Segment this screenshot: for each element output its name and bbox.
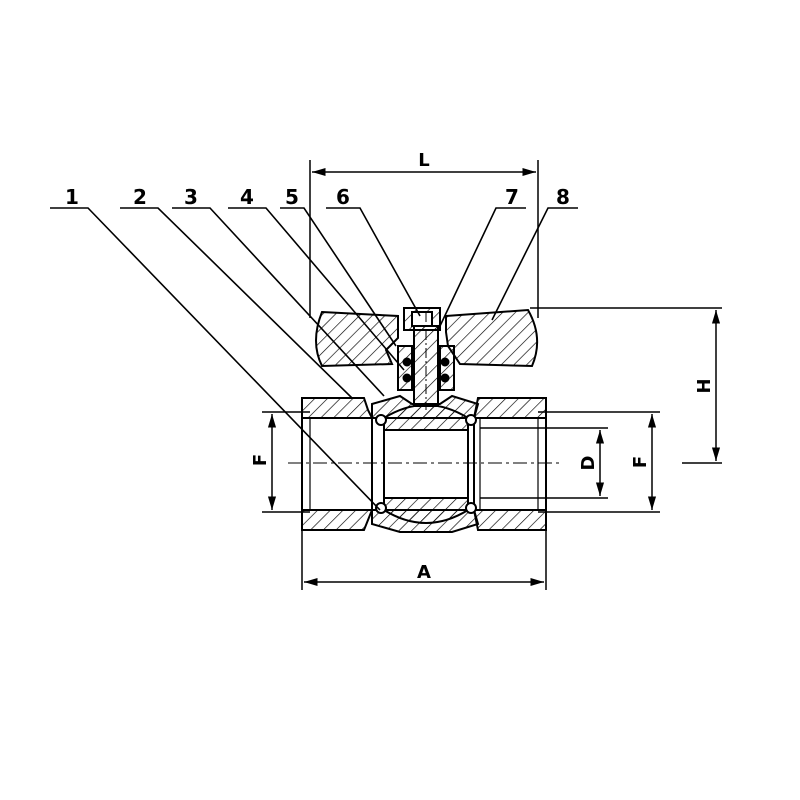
body-left-bottom (301, 509, 374, 531)
callout-6: 6 (336, 185, 350, 209)
stem-oring-left-2 (402, 373, 412, 383)
stem-gland-right (439, 345, 455, 391)
dimension-d-label: D (578, 456, 599, 471)
leader-1 (50, 207, 381, 511)
handle-left-wing (315, 310, 399, 368)
callout-3: 3 (184, 185, 198, 209)
handle-right-wing (445, 308, 539, 368)
stem-oring-right-2 (440, 373, 450, 383)
seat-top-right (465, 414, 477, 426)
leader-5 (280, 207, 397, 347)
dimension-d (480, 427, 608, 499)
dimension-f-left-label: F (250, 454, 271, 466)
stem (397, 312, 455, 410)
leader-lines (50, 207, 578, 511)
seat-bottom-left (375, 502, 387, 514)
callout-7: 7 (505, 185, 519, 209)
callout-labels: 1 2 3 4 5 6 7 8 (65, 185, 570, 209)
dimension-a-label: A (417, 562, 431, 583)
dimension-h (530, 307, 722, 464)
body-right-top (472, 397, 547, 419)
stem-gland (397, 345, 413, 391)
ball (383, 404, 469, 524)
callout-1: 1 (65, 185, 79, 209)
dimension-f-left (262, 411, 310, 513)
leader-3 (172, 207, 385, 397)
stem-oring-left-1 (402, 357, 412, 367)
seat-bottom-right (465, 502, 477, 514)
leader-8 (491, 207, 578, 321)
leader-2 (120, 207, 353, 399)
dimension-h-label: H (694, 378, 715, 393)
dimension-l-label: L (418, 150, 429, 171)
dimension-f-right (538, 411, 660, 513)
stem-oring-right-1 (440, 357, 450, 367)
handle-nut-slot (411, 311, 433, 327)
seats (375, 414, 477, 514)
leader-6 (326, 207, 421, 317)
callout-5: 5 (285, 185, 299, 209)
callout-8: 8 (556, 185, 570, 209)
dimension-f-right-label: F (630, 456, 651, 468)
callout-4: 4 (240, 185, 254, 209)
body-left-top (301, 397, 374, 419)
body-right-bottom (472, 509, 547, 531)
leader-7 (439, 207, 526, 327)
dimension-l (309, 160, 539, 318)
leader-4 (228, 207, 405, 371)
seat-top-left (375, 414, 387, 426)
callout-2: 2 (133, 185, 147, 209)
dimension-a (301, 530, 547, 590)
